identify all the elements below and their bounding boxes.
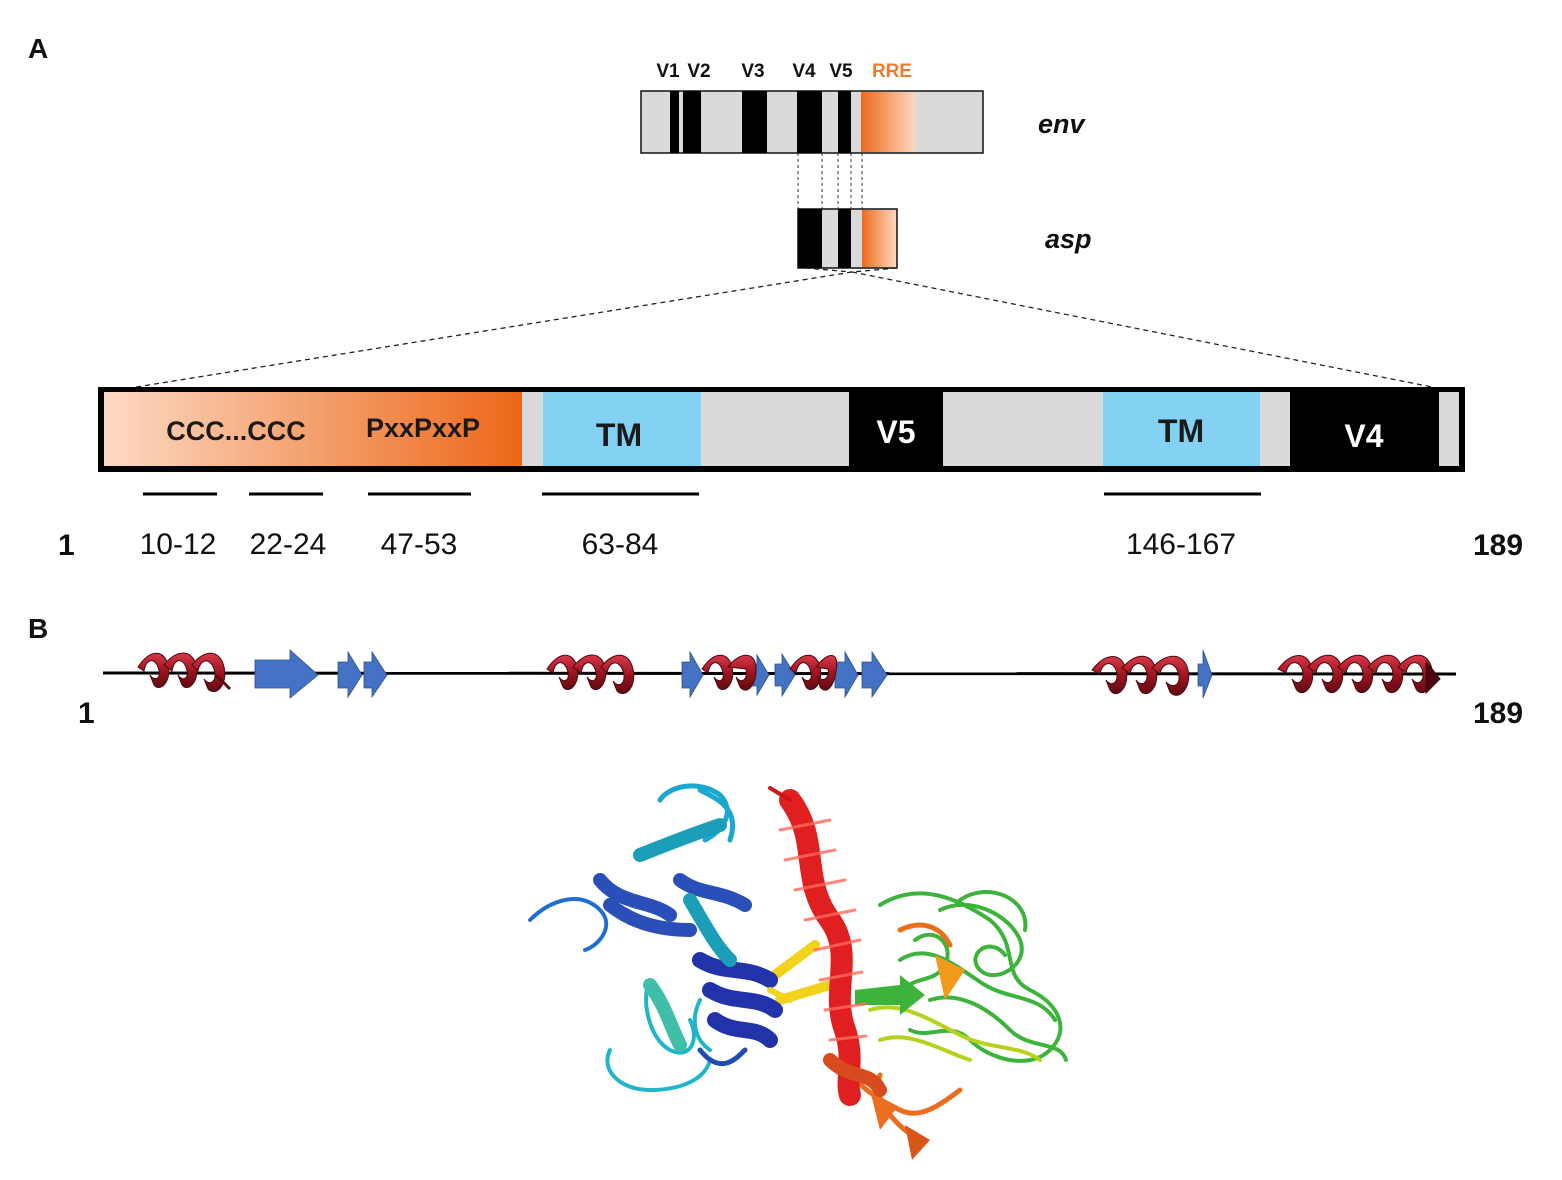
env-region-labels: V1 V2 V3 V4 V5 RRE: [656, 61, 912, 82]
beta-strand-arrow: [337, 650, 363, 699]
beta-strand-arrow: [774, 652, 796, 698]
alpha-helix: [546, 654, 635, 694]
beta-strand-arrow: [254, 649, 319, 699]
alpha-helix: [1091, 655, 1190, 696]
ss-start-label: 1: [78, 697, 95, 730]
region-label-v2: V2: [687, 61, 710, 82]
beta-strand-arrow: [681, 650, 704, 699]
range-label: 47-53: [381, 528, 458, 561]
beta-strands: [254, 649, 1213, 699]
v5-label: V5: [876, 414, 915, 450]
alpha-helix: [789, 654, 838, 691]
panel-a-label: A: [28, 33, 48, 64]
region-label-v4: V4: [792, 61, 816, 82]
beta-strand-arrow: [1197, 649, 1213, 699]
env-to-asp-projection: [797, 153, 863, 209]
zoom-lines: [129, 267, 1438, 389]
asp-gene-label: asp: [1045, 224, 1092, 254]
protein-domain-labels: CCC...CCC PxxPxxP TM V5 TM V4: [166, 413, 1384, 454]
beta-strand-arrow: [861, 650, 888, 699]
region-label-v3: V3: [741, 61, 764, 82]
beta-strand-arrow: [834, 650, 859, 699]
range-label: 22-24: [250, 528, 327, 561]
ccc-motif-label: CCC...CCC: [166, 416, 306, 446]
region-label-v1: V1: [656, 61, 680, 82]
panel-b-label: B: [28, 613, 48, 644]
protein-domain-bar: [98, 387, 1465, 472]
bar-end-label: 189: [1473, 529, 1523, 562]
range-labels: 10-12 22-24 47-53 63-84 146-167: [140, 528, 1236, 561]
region-label-rre: RRE: [872, 61, 912, 82]
range-label: 63-84: [582, 528, 659, 561]
tm1-label: TM: [596, 417, 642, 453]
region-label-v5: V5: [829, 61, 853, 82]
beta-strand-arrow: [363, 650, 388, 699]
alpha-helices: [137, 652, 1441, 696]
alpha-helix: [137, 652, 232, 692]
ss-end-label: 189: [1473, 697, 1523, 730]
asp-gene-bar: [797, 208, 898, 269]
env-gene-bar: [640, 90, 984, 154]
range-label: 146-167: [1126, 528, 1236, 561]
proline-motif-label: PxxPxxP: [366, 413, 480, 443]
tm2-label: TM: [1158, 413, 1204, 449]
alpha-helix: [701, 654, 757, 691]
protein-3d-structure: [528, 783, 1068, 1160]
range-label: 10-12: [140, 528, 217, 561]
alpha-helix: [1277, 654, 1441, 695]
env-gene-label: env: [1038, 109, 1087, 139]
bar-start-label: 1: [58, 529, 75, 562]
v4-label: V4: [1344, 418, 1383, 454]
